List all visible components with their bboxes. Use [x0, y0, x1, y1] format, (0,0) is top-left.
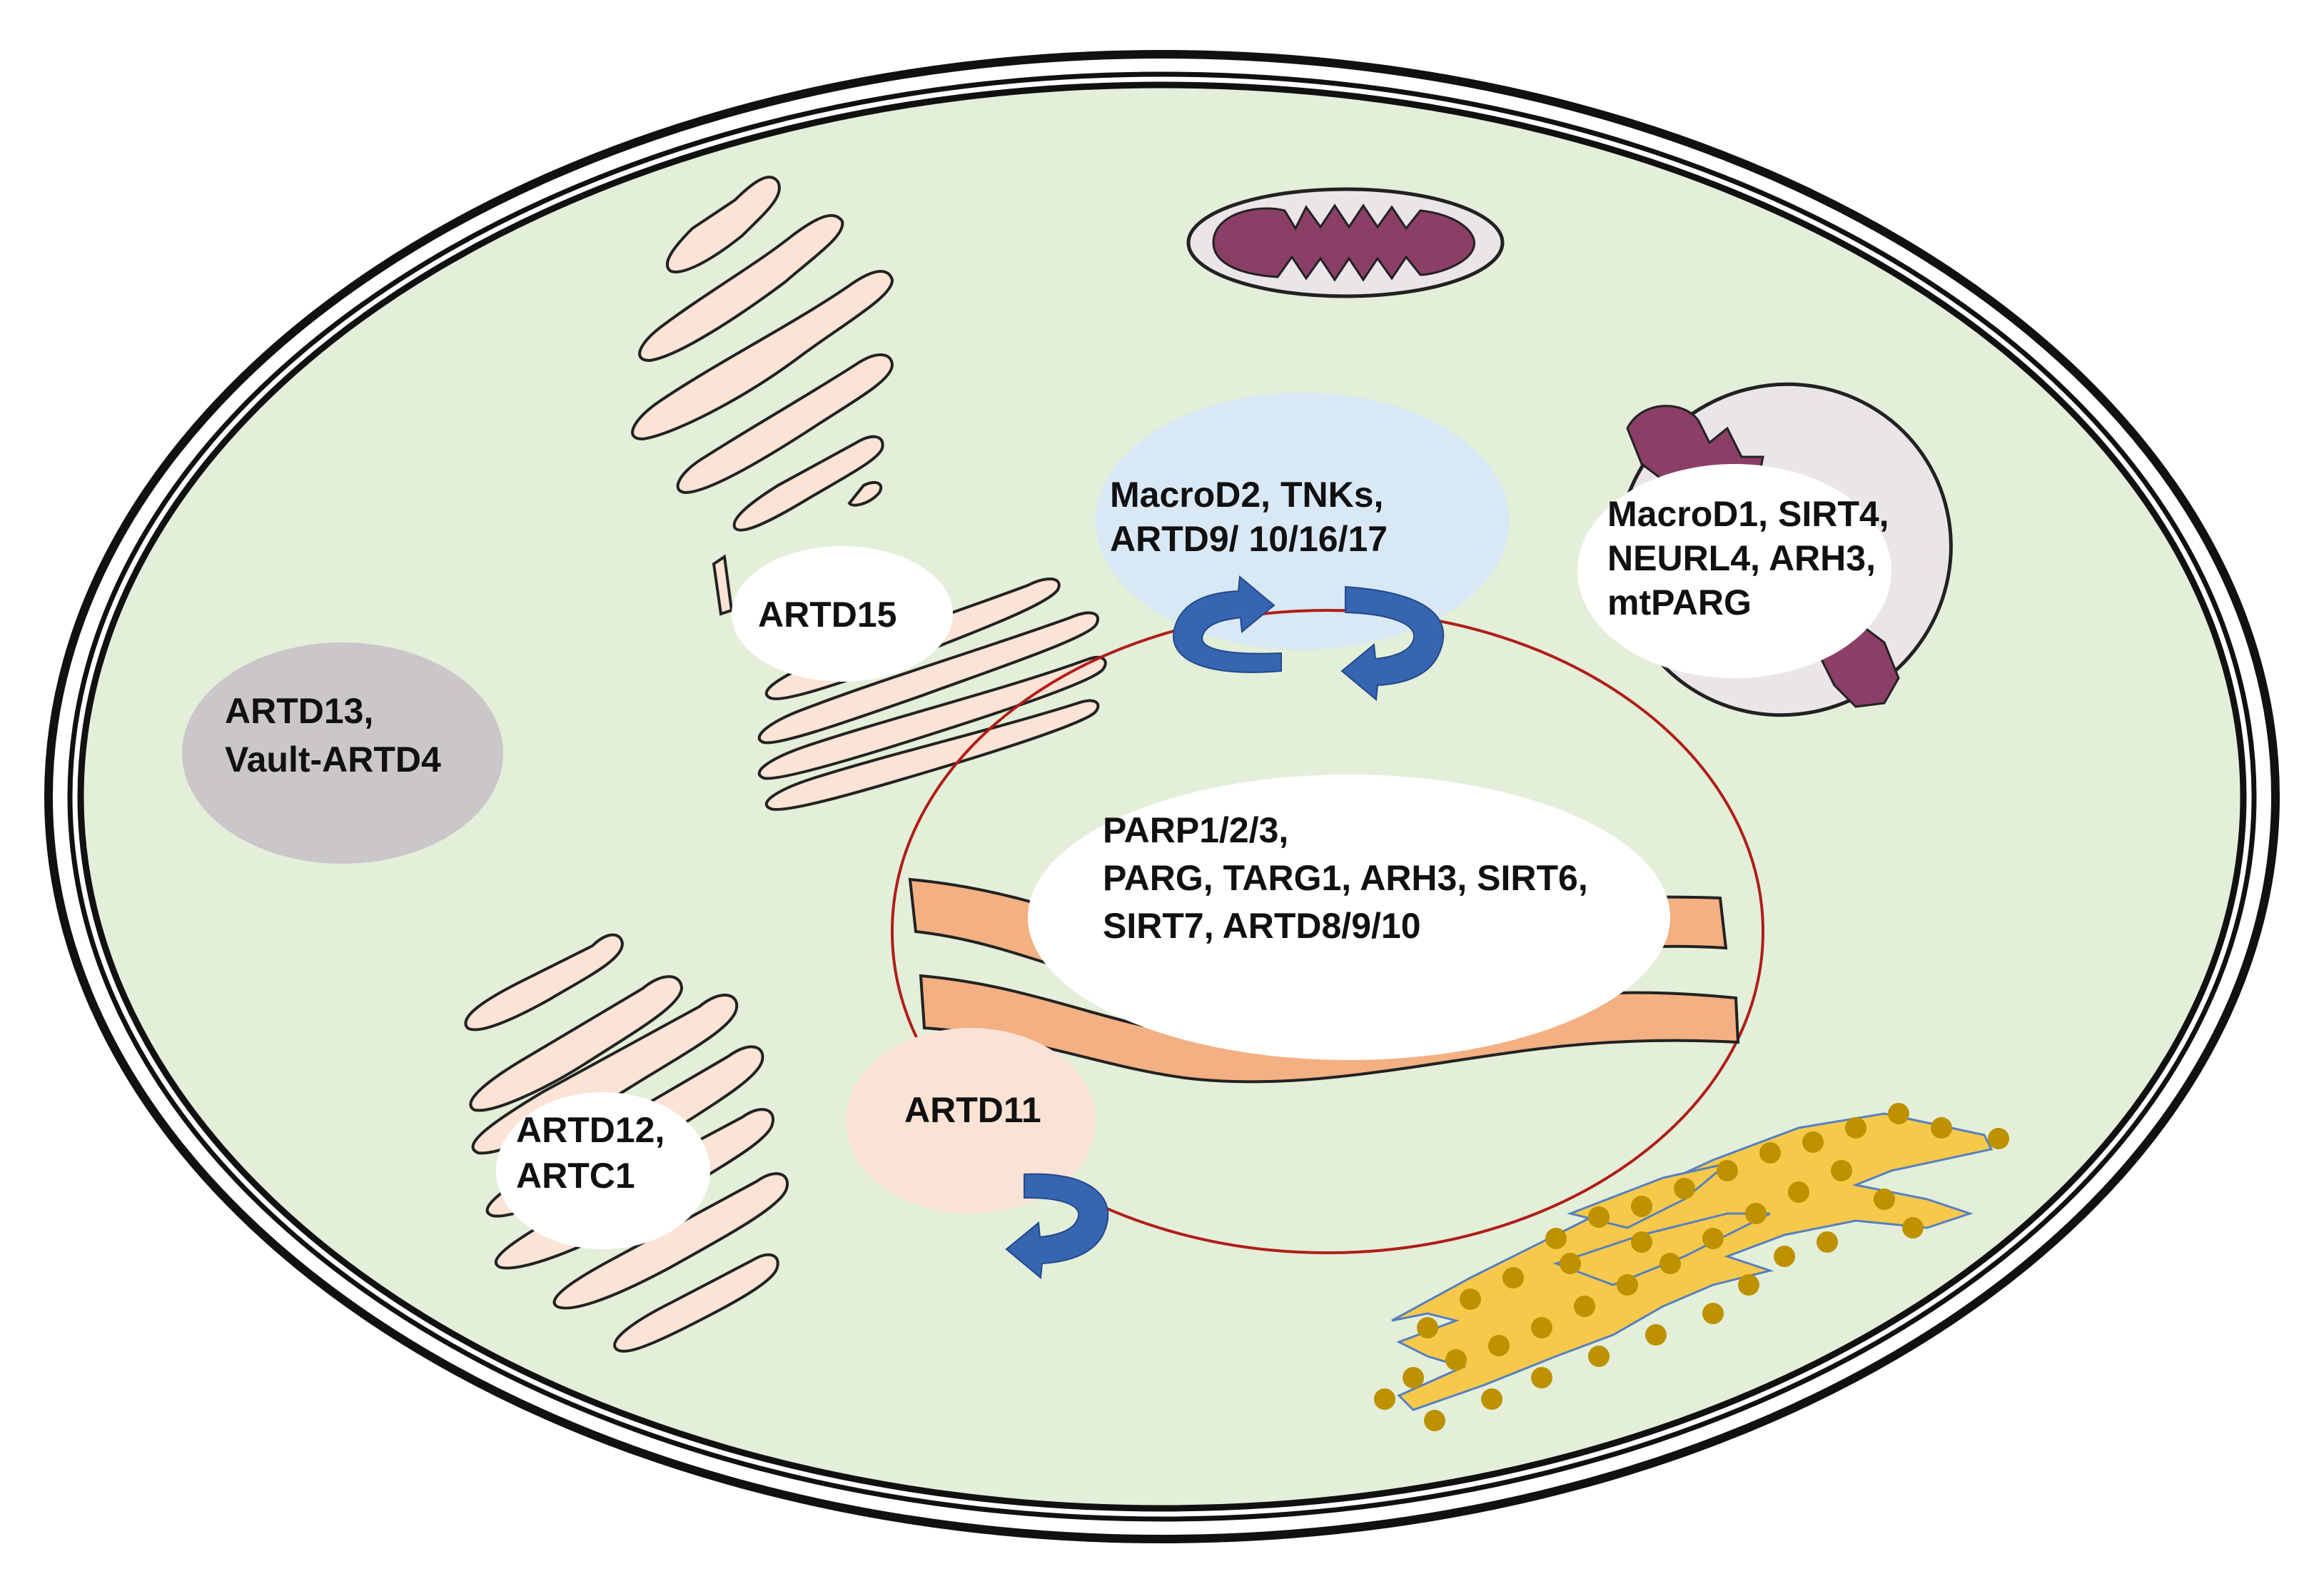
cytosol-label: MacroD2, TNKs, ARTD9/ 10/16/17: [1110, 475, 1393, 559]
nucleus-label: PARP1/2/3, PARG, TARG1, ARH3, SIRT6, SIR…: [1103, 810, 1598, 946]
cytosol-bubble: [1096, 393, 1510, 650]
golgi-upper-label: ARTD15: [758, 595, 896, 635]
label-line: mtPARG: [1607, 582, 1752, 622]
arrow-icon: [1340, 585, 1445, 701]
label-line: ARTD11: [904, 1090, 1041, 1130]
shuttle-arrows: [1005, 575, 1445, 1279]
golgi-upper: [631, 176, 1107, 811]
label-line: ARTD9/ 10/16/17: [1110, 519, 1388, 559]
golgi-upper-label-bubble: [732, 546, 953, 682]
label-line: PARG, TARG1, ARH3, SIRT6,: [1103, 858, 1588, 898]
label-line: PARP1/2/3,: [1103, 810, 1288, 850]
label-line: ARTD13,: [225, 691, 373, 731]
rough-er: [1374, 1103, 2009, 1431]
golgi-lower-label: ARTD12, ARTC1: [516, 1110, 675, 1196]
label-line: MacroD2, TNKs,: [1110, 475, 1383, 515]
arrow-icon: [1173, 575, 1282, 673]
label-line: ARTD15: [758, 595, 896, 635]
artd11-bubble: [846, 1028, 1096, 1214]
mitochondria-label-bubble: [1577, 464, 1891, 678]
arrow-icon: [1005, 1173, 1109, 1279]
mitochondria-label: MacroD1, SIRT4, NEURL4, ARH3, mtPARG: [1607, 494, 1899, 622]
golgi-lower-label-bubble: [496, 1092, 710, 1249]
vault: [182, 642, 503, 864]
label-line: ARTD12,: [516, 1110, 665, 1150]
label-line: MacroD1, SIRT4,: [1607, 494, 1889, 534]
mitochondrion-top: [1186, 187, 1505, 298]
nuclear-envelope-label: ARTD11: [904, 1090, 1041, 1130]
label-line: Vault-ARTD4: [225, 740, 441, 780]
nucleus-label-bubble: [1028, 775, 1670, 1060]
label-line: SIRT7, ARTD8/9/10: [1103, 906, 1421, 946]
label-line: NEURL4, ARH3,: [1607, 538, 1876, 578]
vault-label: ARTD13, Vault-ARTD4: [225, 691, 441, 780]
label-line: ARTC1: [516, 1156, 635, 1196]
